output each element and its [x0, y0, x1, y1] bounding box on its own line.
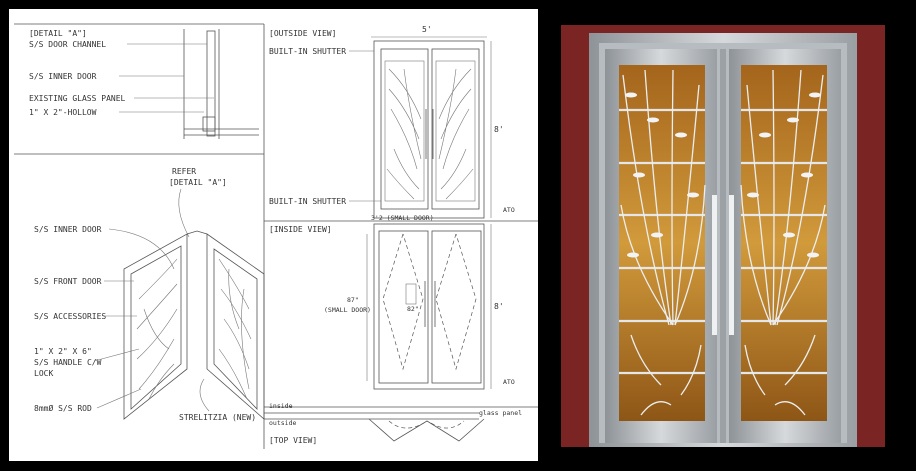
isometric-doors: REFER [DETAIL "A"] S/S INNER DOOR S/S FR… — [34, 167, 265, 422]
inside-height-dim: 8' — [494, 302, 504, 311]
strelitzia-ornament-right — [740, 69, 826, 416]
inside-dim82: 82" — [407, 305, 419, 313]
label-refer: REFER — [172, 167, 196, 176]
inside-title: [INSIDE VIEW] — [269, 225, 332, 234]
top-outside: outside — [269, 419, 296, 427]
drawing-canvas: [DETAIL "A"] S/S DOOR CHANNEL S/S INNER … — [14, 23, 538, 449]
detail-a-section: [DETAIL "A"] S/S DOOR CHANNEL S/S INNER … — [14, 23, 265, 449]
label-front-door: S/S FRONT DOOR — [34, 277, 102, 286]
shutter-top-label: BUILT-IN SHUTTER — [269, 47, 346, 56]
inside-small-door: 3'2 (SMALL DOOR) — [371, 214, 434, 222]
outside-view: [OUTSIDE VIEW] 5' BUILT-IN SHUTTER 8' AT… — [269, 25, 515, 219]
center-mullion — [720, 49, 726, 443]
door-photo — [561, 25, 885, 447]
shutter-bottom-label: BUILT-IN SHUTTER — [269, 197, 346, 206]
top-title: [TOP VIEW] — [269, 436, 317, 445]
right-handle — [729, 195, 734, 335]
photo-canvas — [561, 25, 885, 447]
label-lock: LOCK — [34, 369, 53, 378]
right-glass-panel — [741, 65, 827, 421]
left-handle — [712, 195, 717, 335]
label-door-channel: S/S DOOR CHANNEL — [29, 40, 106, 49]
inside-ato: ATO — [503, 378, 515, 386]
inside-dim87: 87" — [347, 296, 359, 304]
top-inside: inside — [269, 402, 293, 410]
label-iso-inner-door: S/S INNER DOOR — [34, 225, 102, 234]
label-hollow: 1" X 2"-HOLLOW — [29, 108, 97, 117]
top-glass-panel: glass panel — [479, 409, 522, 417]
technical-drawing: [DETAIL "A"] S/S DOOR CHANNEL S/S INNER … — [9, 9, 538, 461]
horizontal-bars — [619, 108, 827, 375]
detail-a-title: [DETAIL "A"] — [29, 29, 87, 38]
inside-small-door2: (SMALL DOOR) — [324, 306, 371, 314]
label-strelitzia: STRELITZIA (NEW) — [179, 413, 256, 422]
outside-ato: ATO — [503, 206, 515, 214]
label-accessories: S/S ACCESSORIES — [34, 312, 106, 321]
left-glass-panel — [619, 65, 705, 421]
label-rod-size: 1" X 2" X 6" — [34, 347, 92, 356]
label-glass-panel: EXISTING GLASS PANEL — [29, 94, 126, 103]
inside-view: [INSIDE VIEW] 3'2 (SMALL DOOR) 87" (SMAL… — [264, 214, 538, 390]
top-view: inside outside glass panel [TOP VIEW] — [264, 402, 538, 445]
label-handle: S/S HANDLE C/W — [34, 358, 102, 367]
outside-title: [OUTSIDE VIEW] — [269, 29, 336, 38]
bird-ornaments — [625, 92, 821, 258]
outside-top-dim: 5' — [422, 25, 432, 34]
label-refer-detail: [DETAIL "A"] — [169, 178, 227, 187]
outside-height-dim: 8' — [494, 125, 504, 134]
label-inner-door: S/S INNER DOOR — [29, 72, 97, 81]
label-rod: 8mmØ S/S ROD — [34, 403, 92, 413]
strelitzia-ornament-left — [620, 69, 706, 416]
